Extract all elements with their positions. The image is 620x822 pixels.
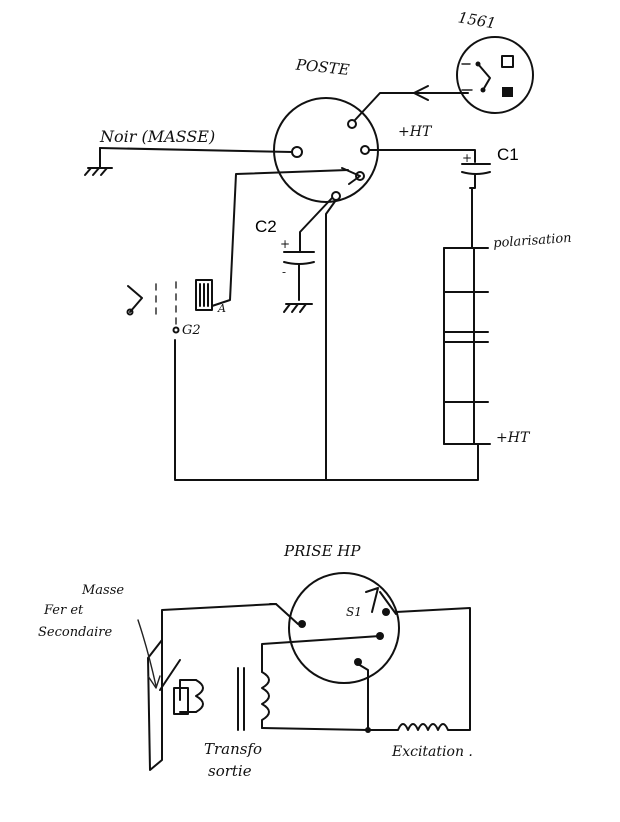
prise-hp-title: PRISE HP: [283, 542, 361, 560]
plug-pin-bottom: [502, 87, 513, 97]
s1-loop-wire: [379, 591, 471, 731]
s1-label: S1: [346, 605, 362, 619]
poste-title: POSTE: [294, 55, 350, 79]
prise-hp-socket: [288, 572, 400, 684]
excitation-coil: [369, 723, 457, 731]
masse-wire: [99, 147, 293, 153]
transfo-label-line1: Transfo: [204, 740, 262, 758]
poste-pin-left: [291, 146, 303, 158]
plug-1561-circle: [456, 36, 534, 114]
poste-pin-bottom: [331, 191, 341, 201]
prise-pin-left: [298, 620, 306, 628]
c2-label: C2: [255, 217, 277, 236]
prise-left-wire: [161, 603, 299, 641]
tube-element: [195, 279, 213, 311]
ground-symbol-top: [84, 167, 113, 176]
plug-number-label: 1561: [457, 8, 498, 32]
transfo-label-line2: sortie: [208, 762, 252, 780]
wire-to-a: [211, 169, 349, 307]
transfo-core: [237, 667, 245, 731]
g2-label: G2: [182, 323, 201, 338]
excitation-label: Excitation .: [391, 744, 473, 760]
plug-1561: [456, 36, 534, 114]
plug-link: [477, 63, 491, 91]
loudspeaker-cone: [147, 639, 163, 771]
polarisation-label: polarisation: [493, 231, 572, 251]
masse-label-line1: Masse: [81, 583, 124, 598]
capacitor-c1: [461, 163, 491, 189]
capacitor-c2: [283, 251, 315, 301]
c1-label: C1: [497, 145, 519, 164]
poste-circle: [273, 97, 379, 203]
poste-pin-top: [347, 119, 357, 129]
plug-arrow-head: [413, 85, 429, 101]
masse-label-line3: Secondaire: [38, 625, 113, 640]
transfo-primary: [261, 671, 270, 729]
poste-socket: [273, 97, 379, 203]
ht-bottom-label: +HT: [496, 430, 531, 446]
masse-arrow: [137, 619, 157, 687]
ht-wire: [369, 149, 476, 163]
poste-pin-lower-right: [355, 171, 365, 181]
return-wire: [325, 443, 479, 481]
transfo-secondary: [195, 679, 204, 713]
c2-wire: [299, 197, 333, 253]
c2-plus: +: [280, 237, 290, 251]
plug-pin-top: [501, 55, 514, 68]
plug-arrow-line: [354, 92, 469, 121]
prise-hp-circle: [288, 572, 400, 684]
transfo-return-wire: [261, 727, 369, 731]
ground-symbol-c2: [283, 303, 313, 313]
resistor-ladder: [443, 247, 491, 445]
a-label: A: [217, 302, 226, 315]
hp-voice-coil: [173, 687, 189, 715]
ht-top-label: +HT: [398, 124, 433, 140]
c1-plus: +: [462, 151, 472, 165]
s1-switch: [365, 587, 379, 613]
c2-minus: -: [282, 265, 286, 279]
prise-pin-right: [382, 608, 390, 616]
poste-pin-down-wire: [325, 199, 337, 481]
g2-return-wire: [174, 339, 327, 481]
noir-masse-label: Noir (MASSE): [99, 127, 215, 146]
prise-pin-bottom: [354, 658, 362, 666]
masse-label-line2: Fer et: [43, 603, 84, 618]
poste-pin-right: [360, 145, 370, 155]
